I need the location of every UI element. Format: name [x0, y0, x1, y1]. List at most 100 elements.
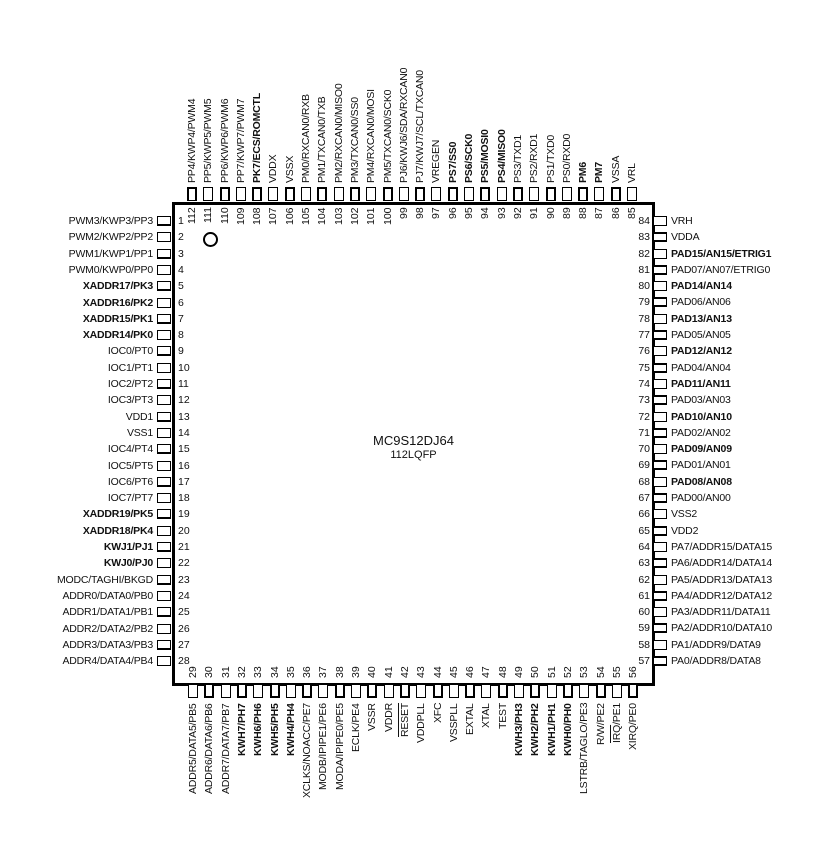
pin-pad[interactable]	[157, 362, 171, 373]
pin-pad[interactable]	[334, 684, 345, 698]
pin-pad[interactable]	[514, 684, 524, 698]
pin-pad[interactable]	[157, 476, 171, 487]
pin-pad[interactable]	[351, 684, 361, 698]
pin-pad[interactable]	[333, 187, 344, 201]
pin-pad[interactable]	[203, 187, 214, 201]
pin-pad[interactable]	[157, 281, 171, 292]
pin-pad[interactable]	[653, 444, 667, 455]
pin-pad[interactable]	[252, 187, 263, 201]
pin-pad[interactable]	[529, 187, 540, 201]
pin-pad[interactable]	[157, 590, 171, 601]
pin-pad[interactable]	[157, 509, 171, 520]
pin-pad[interactable]	[220, 684, 231, 698]
pin-pad[interactable]	[447, 187, 458, 201]
pin-pad[interactable]	[653, 346, 667, 357]
pin-pad[interactable]	[186, 187, 197, 201]
pin-pad[interactable]	[611, 684, 622, 698]
pin-pad[interactable]	[512, 187, 523, 201]
pin-pad[interactable]	[157, 395, 171, 406]
pin-pad[interactable]	[653, 476, 667, 487]
pin-pad[interactable]	[653, 656, 667, 666]
pin-pad[interactable]	[653, 395, 667, 406]
pin-pad[interactable]	[545, 187, 556, 201]
pin-pad[interactable]	[367, 684, 378, 698]
pin-pad[interactable]	[157, 264, 171, 275]
pin-pad[interactable]	[653, 281, 667, 292]
pin-pad[interactable]	[415, 187, 426, 201]
pin-pad[interactable]	[465, 684, 476, 698]
pin-pad[interactable]	[157, 379, 171, 389]
pin-pad[interactable]	[653, 215, 667, 226]
pin-pad[interactable]	[157, 656, 171, 667]
pin-pad[interactable]	[595, 684, 606, 698]
pin-pad[interactable]	[653, 460, 667, 471]
pin-pad[interactable]	[653, 378, 667, 389]
pin-pad[interactable]	[448, 684, 459, 698]
pin-pad[interactable]	[432, 684, 443, 698]
pin-pad[interactable]	[562, 684, 573, 698]
pin-pad[interactable]	[399, 684, 410, 698]
pin-pad[interactable]	[497, 684, 508, 698]
pin-pad[interactable]	[653, 297, 667, 308]
pin-pad[interactable]	[653, 493, 667, 503]
pin-pad[interactable]	[653, 525, 667, 536]
pin-pad[interactable]	[546, 684, 557, 698]
pin-pad[interactable]	[653, 509, 667, 520]
pin-pad[interactable]	[530, 684, 541, 698]
pin-pad[interactable]	[157, 346, 171, 357]
pin-pad[interactable]	[653, 427, 667, 438]
pin-pad[interactable]	[318, 684, 329, 698]
pin-pad[interactable]	[464, 187, 474, 201]
pin-pad[interactable]	[157, 216, 171, 226]
pin-pad[interactable]	[578, 187, 589, 201]
pin-pad[interactable]	[157, 297, 171, 308]
pin-pad[interactable]	[157, 558, 171, 569]
pin-pad[interactable]	[653, 330, 667, 340]
pin-pad[interactable]	[157, 493, 171, 504]
pin-pad[interactable]	[157, 248, 171, 259]
pin-pad[interactable]	[204, 684, 215, 698]
pin-pad[interactable]	[653, 541, 667, 552]
pin-pad[interactable]	[349, 187, 360, 201]
pin-pad[interactable]	[157, 542, 171, 552]
pin-pad[interactable]	[157, 444, 171, 455]
pin-pad[interactable]	[610, 187, 621, 201]
pin-pad[interactable]	[594, 187, 605, 201]
pin-pad[interactable]	[627, 187, 637, 201]
pin-pad[interactable]	[157, 639, 171, 650]
pin-pad[interactable]	[628, 684, 639, 698]
pin-pad[interactable]	[219, 187, 230, 201]
pin-pad[interactable]	[157, 232, 171, 243]
pin-pad[interactable]	[236, 684, 247, 698]
pin-pad[interactable]	[268, 187, 279, 201]
pin-pad[interactable]	[653, 574, 667, 585]
pin-pad[interactable]	[398, 187, 409, 201]
pin-pad[interactable]	[653, 248, 667, 259]
pin-pad[interactable]	[382, 187, 393, 201]
pin-pad[interactable]	[253, 684, 264, 698]
pin-pad[interactable]	[561, 187, 572, 201]
pin-pad[interactable]	[653, 558, 667, 569]
pin-pad[interactable]	[302, 684, 313, 698]
pin-pad[interactable]	[653, 313, 667, 324]
pin-pad[interactable]	[301, 187, 311, 201]
pin-pad[interactable]	[157, 607, 171, 618]
pin-pad[interactable]	[653, 411, 667, 422]
pin-pad[interactable]	[383, 684, 394, 698]
pin-pad[interactable]	[157, 525, 171, 536]
pin-pad[interactable]	[284, 187, 295, 201]
pin-pad[interactable]	[496, 187, 507, 201]
pin-pad[interactable]	[653, 590, 667, 601]
pin-pad[interactable]	[653, 362, 667, 373]
pin-pad[interactable]	[157, 313, 171, 324]
pin-pad[interactable]	[157, 330, 171, 341]
pin-pad[interactable]	[481, 684, 492, 698]
pin-pad[interactable]	[480, 187, 491, 201]
pin-pad[interactable]	[653, 607, 667, 618]
pin-pad[interactable]	[579, 684, 590, 698]
pin-pad[interactable]	[653, 623, 667, 634]
pin-pad[interactable]	[157, 427, 171, 438]
pin-pad[interactable]	[188, 684, 198, 698]
pin-pad[interactable]	[269, 684, 280, 698]
pin-pad[interactable]	[416, 684, 427, 698]
